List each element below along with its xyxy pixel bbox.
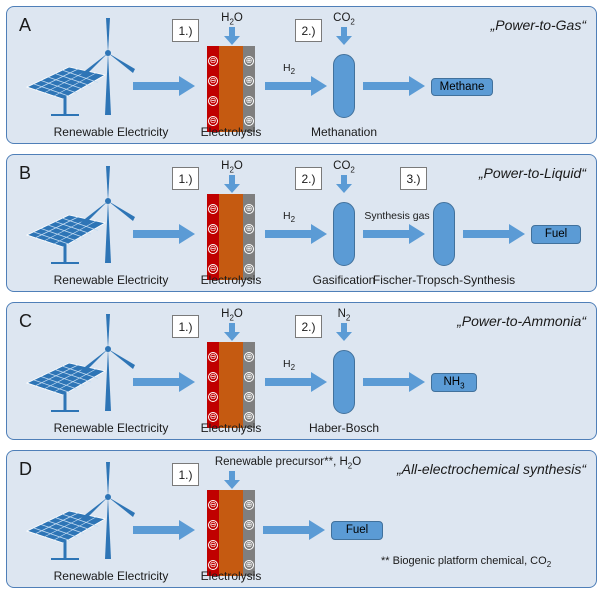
reactor-label: Methanation <box>310 125 378 139</box>
panel-a: A „Power-to-Gas“ Renewable Electricity 1… <box>6 6 597 144</box>
product-box: Methane <box>431 78 493 96</box>
input-arrow <box>336 27 352 45</box>
co2-input-label: CO2 <box>333 160 355 175</box>
co2-input-label: CO2 <box>333 12 355 27</box>
flow-arrow <box>463 223 525 245</box>
flow-arrow <box>133 519 195 541</box>
step-1-badge: 1.) <box>172 315 199 338</box>
input-arrow <box>224 323 240 341</box>
wind-turbine-icon <box>7 155 147 285</box>
input-arrow <box>224 471 240 489</box>
precursor-input-label: Renewable precursor**, H2O <box>214 456 362 471</box>
panel-letter: D <box>19 459 32 479</box>
electrolyzer-icon: ⊖ ⊖ ⊖ ⊖ ⊕ ⊕ ⊕ ⊕ <box>207 342 255 428</box>
electrolysis-label: Electrolysis <box>200 569 262 583</box>
product-box: NH3 <box>431 373 477 392</box>
reactor2-label: Fischer-Tropsch-Synthesis <box>372 273 516 287</box>
panel-title: „Power-to-Ammonia“ <box>457 313 586 329</box>
haber-bosch-reactor <box>333 350 355 414</box>
panel-letter: A <box>19 15 32 35</box>
fischer-tropsch-reactor <box>433 202 455 266</box>
panel-title: „Power-to-Liquid“ <box>478 165 586 181</box>
source-label: Renewable Electricity <box>53 569 169 583</box>
flow-arrow <box>263 519 325 541</box>
panel-title: „Power-to-Gas“ <box>490 17 586 33</box>
panel-letter: B <box>19 163 32 183</box>
step-2-badge: 2.) <box>295 167 322 190</box>
step-2-badge: 2.) <box>295 315 322 338</box>
input-arrow <box>336 175 352 193</box>
electrolysis-label: Electrolysis <box>200 125 262 139</box>
wind-turbine-icon <box>7 451 147 581</box>
flow-arrow <box>363 75 425 97</box>
source-label: Renewable Electricity <box>53 125 169 139</box>
reactor-label: Gasification <box>312 273 376 287</box>
panel-letter: C <box>19 311 32 331</box>
flow-arrow <box>363 223 425 245</box>
water-input-label: H2O <box>221 12 243 27</box>
step-2-badge: 2.) <box>295 19 322 42</box>
flow-arrow <box>133 75 195 97</box>
hydrogen-label: H2 <box>282 358 296 373</box>
electrolysis-label: Electrolysis <box>200 273 262 287</box>
flow-arrow <box>363 371 425 393</box>
input-arrow <box>224 27 240 45</box>
hydrogen-label: H2 <box>282 210 296 225</box>
electrolysis-label: Electrolysis <box>200 421 262 435</box>
step-1-badge: 1.) <box>172 167 199 190</box>
panel-c: C „Power-to-Ammonia“ Renewable Electrici… <box>6 302 597 440</box>
input-arrow <box>224 175 240 193</box>
step-1-badge: 1.) <box>172 463 199 486</box>
reactor-label: Haber-Bosch <box>308 421 380 435</box>
step-3-badge: 3.) <box>400 167 427 190</box>
input-arrow <box>336 323 352 341</box>
flow-arrow <box>265 75 327 97</box>
n2-input-label: N2 <box>337 308 351 323</box>
footnote: ** Biogenic platform chemical, CO2 <box>381 555 552 570</box>
source-label: Renewable Electricity <box>53 273 169 287</box>
wind-turbine-icon <box>7 303 147 433</box>
water-input-label: H2O <box>221 160 243 175</box>
flow-arrow <box>265 223 327 245</box>
source-label: Renewable Electricity <box>53 421 169 435</box>
water-input-label: H2O <box>221 308 243 323</box>
panel-b: B „Power-to-Liquid“ Renewable Electricit… <box>6 154 597 292</box>
electrolyzer-icon: ⊖ ⊖ ⊖ ⊖ ⊕ ⊕ ⊕ ⊕ <box>207 490 255 576</box>
step-1-badge: 1.) <box>172 19 199 42</box>
syngas-label: Synthesis gas <box>364 210 430 222</box>
product-box: Fuel <box>531 225 581 244</box>
electrolyzer-icon: ⊖ ⊖ ⊖ ⊖ ⊕ ⊕ ⊕ ⊕ <box>207 194 255 280</box>
flow-arrow <box>133 371 195 393</box>
wind-turbine-icon <box>7 7 147 137</box>
product-box: Fuel <box>331 521 383 540</box>
methanation-reactor <box>333 54 355 118</box>
electrolyzer-icon: ⊖ ⊖ ⊖ ⊖ ⊕ ⊕ ⊕ ⊕ <box>207 46 255 132</box>
gasification-reactor <box>333 202 355 266</box>
panel-d: D „All-electrochemical synthesis“ Renewa… <box>6 450 597 588</box>
flow-arrow <box>133 223 195 245</box>
hydrogen-label: H2 <box>282 62 296 77</box>
flow-arrow <box>265 371 327 393</box>
panel-title: „All-electrochemical synthesis“ <box>396 461 586 477</box>
